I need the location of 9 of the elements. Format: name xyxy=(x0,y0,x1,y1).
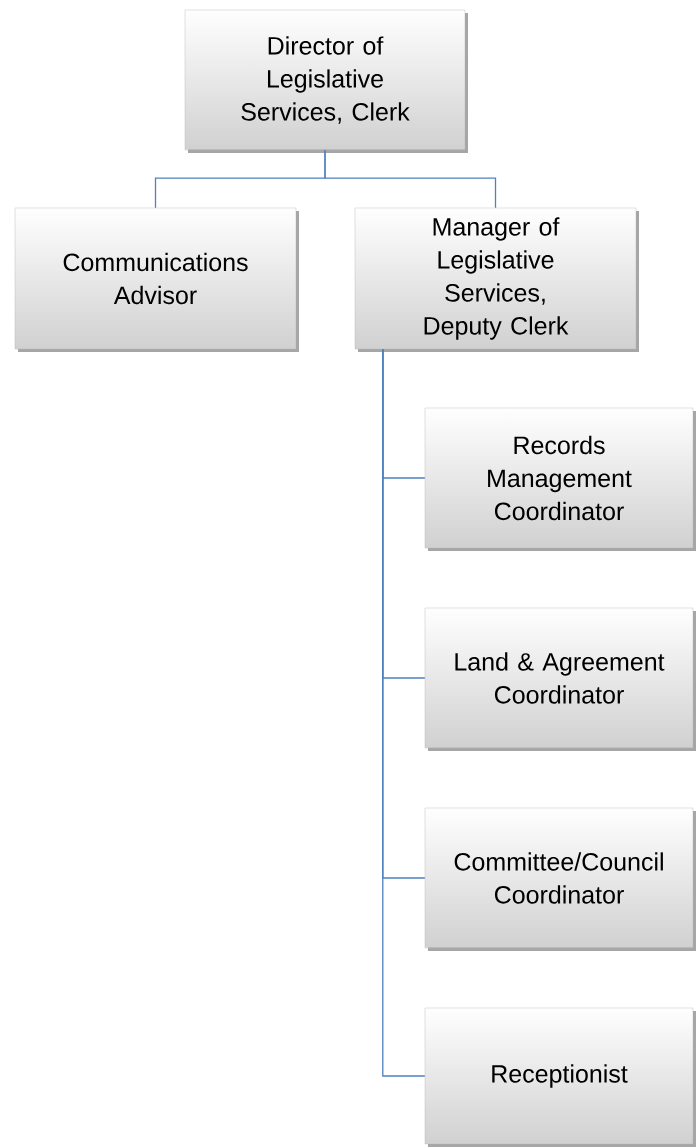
position-box: Receptionist xyxy=(424,1007,696,1147)
position-box: Communications Advisor xyxy=(14,207,299,352)
position-box: Director of Legislative Services, Clerk xyxy=(184,9,468,153)
position-box: Records Management Coordinator xyxy=(424,407,696,551)
position-box: Committee/Council Coordinator xyxy=(424,807,696,951)
position-box: Manager of Legislative Services, Deputy Clerk xyxy=(354,207,639,352)
connector-line xyxy=(382,348,426,1077)
connector-line xyxy=(324,149,497,209)
position-box: Land & Agreement Coordinator xyxy=(424,607,696,751)
